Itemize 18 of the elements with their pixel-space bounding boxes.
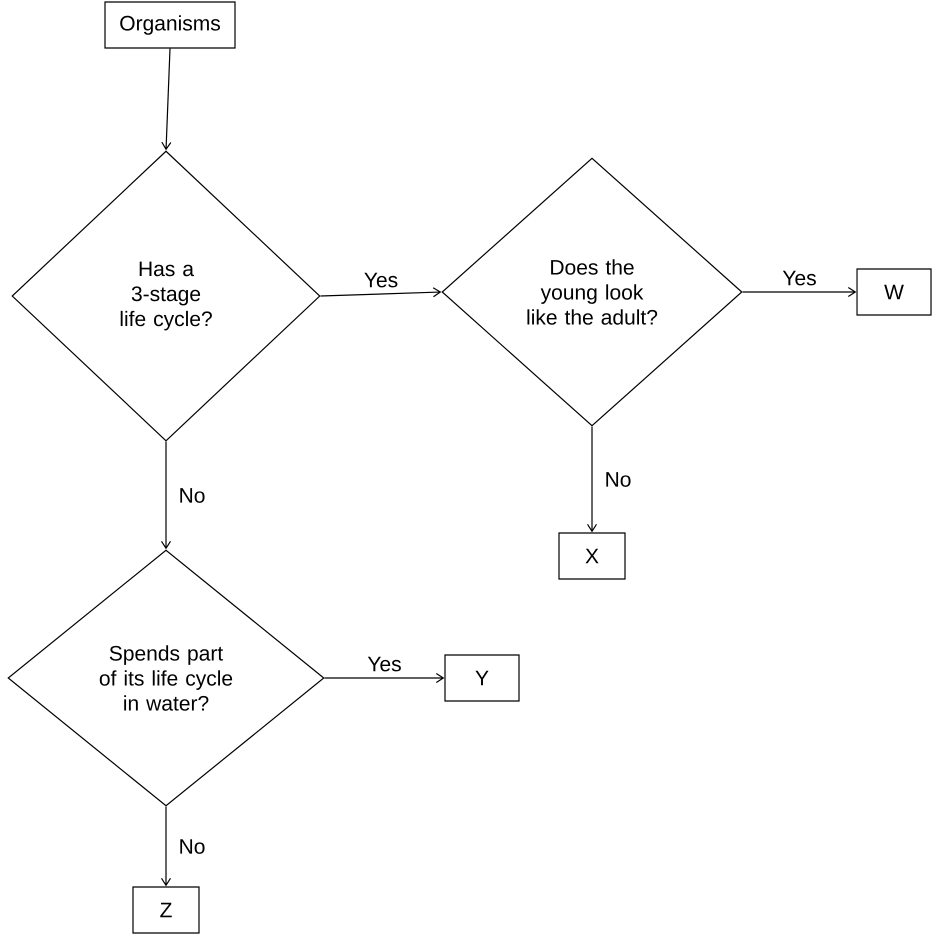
process-box: W <box>856 268 932 316</box>
edge-label: Yes <box>365 654 404 674</box>
edge-label: Yes <box>362 270 400 290</box>
edge-label: No <box>176 837 208 856</box>
arrow <box>320 287 442 298</box>
arrow <box>161 806 171 886</box>
process-box: Y <box>444 654 520 702</box>
edge-label: No <box>176 486 208 505</box>
edge-label: No <box>602 470 634 489</box>
arrow <box>161 442 171 550</box>
process-box: Z <box>132 886 200 934</box>
process-box: Organisms <box>104 1 236 49</box>
arrow <box>587 426 597 532</box>
edge-label: Yes <box>780 268 819 288</box>
arrow <box>324 673 444 684</box>
arrow <box>161 48 172 150</box>
arrow <box>742 287 856 297</box>
process-box: X <box>558 532 626 580</box>
